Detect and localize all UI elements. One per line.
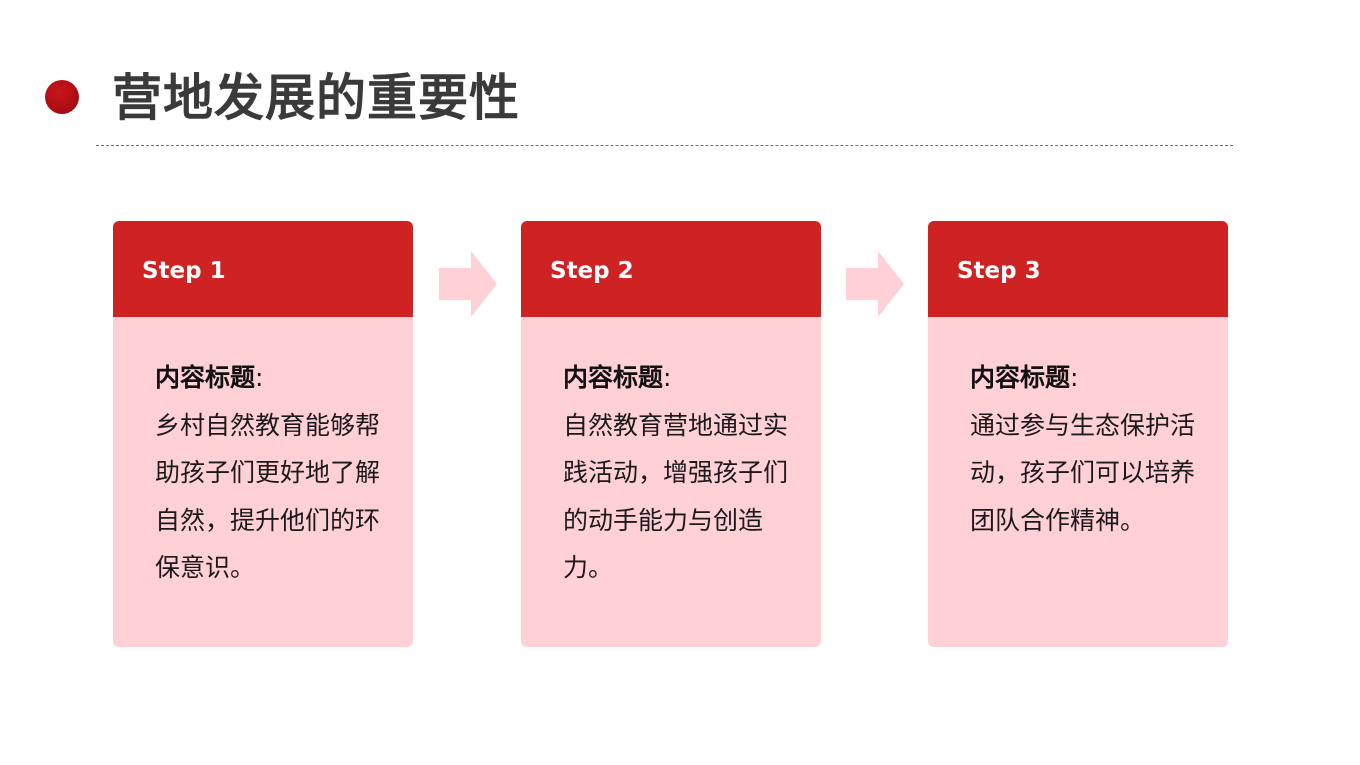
arrow-right-icon	[846, 251, 904, 317]
arrow-right-icon	[439, 251, 497, 317]
step-card-header: Step 2	[521, 221, 821, 317]
step-card-2: Step 2 内容标题: 自然教育营地通过实践活动，增强孩子们的动手能力与创造力…	[521, 221, 821, 647]
step-text: 乡村自然教育能够帮助孩子们更好地了解自然，提升他们的环保意识。	[155, 410, 381, 583]
step-card-header: Step 1	[113, 221, 413, 317]
step-text: 自然教育营地通过实践活动，增强孩子们的动手能力与创造力。	[563, 410, 789, 583]
step-card-1: Step 1 内容标题: 乡村自然教育能够帮助孩子们更好地了解自然，提升他们的环…	[113, 221, 413, 647]
step-heading-colon: :	[1070, 363, 1079, 392]
step-heading: 内容标题	[155, 363, 256, 392]
step-label: Step 2	[550, 258, 634, 284]
step-text: 通过参与生态保护活动，孩子们可以培养团队合作精神。	[970, 410, 1196, 535]
step-heading-colon: :	[663, 363, 672, 392]
step-heading-colon: :	[255, 363, 264, 392]
step-heading: 内容标题	[970, 363, 1071, 392]
step-card-body: 内容标题: 乡村自然教育能够帮助孩子们更好地了解自然，提升他们的环保意识。	[155, 354, 381, 592]
step-heading: 内容标题	[563, 363, 664, 392]
step-label: Step 1	[142, 258, 226, 284]
step-card-body: 内容标题: 通过参与生态保护活动，孩子们可以培养团队合作精神。	[970, 354, 1196, 544]
step-card-3: Step 3 内容标题: 通过参与生态保护活动，孩子们可以培养团队合作精神。	[928, 221, 1228, 647]
slide-title: 营地发展的重要性	[112, 69, 520, 127]
circle-bullet-icon	[45, 80, 79, 114]
step-label: Step 3	[957, 258, 1041, 284]
step-card-body: 内容标题: 自然教育营地通过实践活动，增强孩子们的动手能力与创造力。	[563, 354, 789, 592]
step-card-header: Step 3	[928, 221, 1228, 317]
title-divider	[96, 145, 1233, 146]
